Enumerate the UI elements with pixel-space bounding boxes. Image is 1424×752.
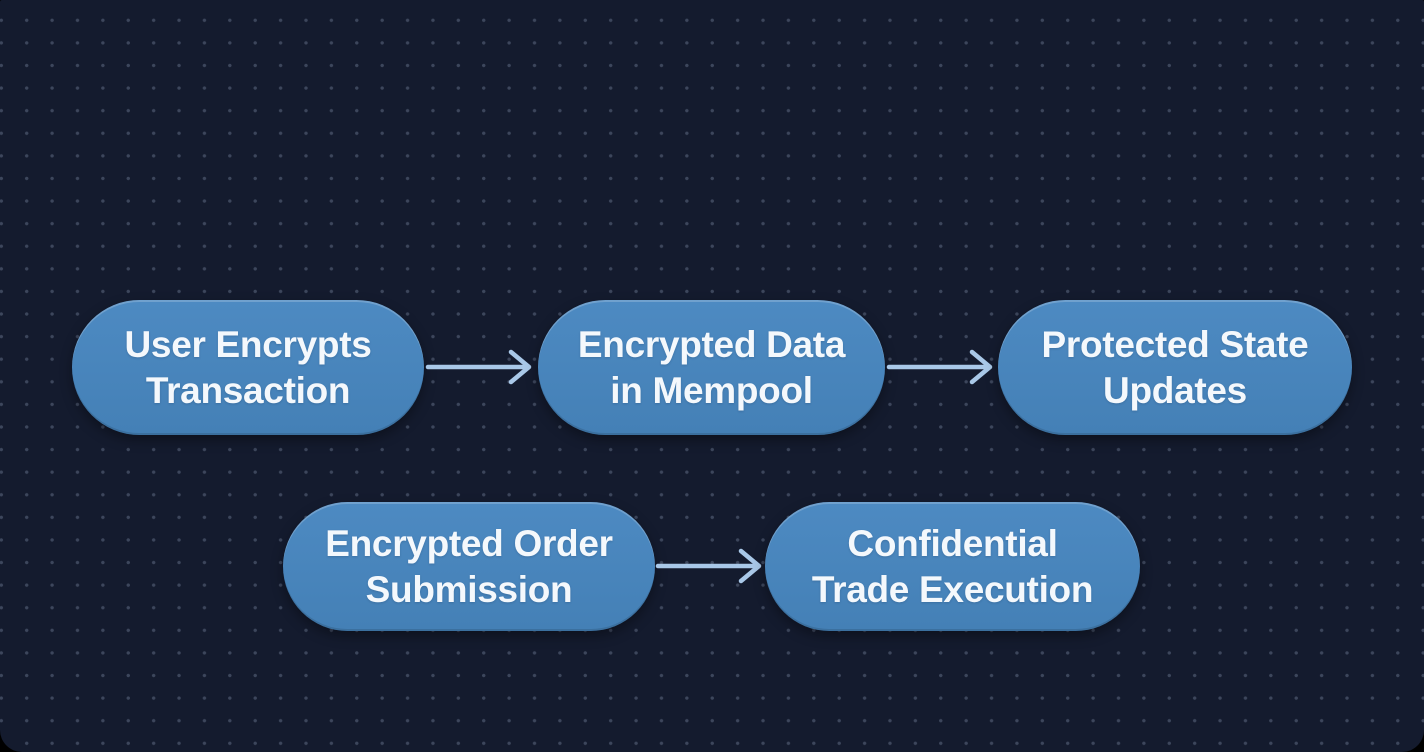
arrow-right-icon	[425, 349, 532, 385]
node-label-line: User Encrypts	[124, 323, 372, 365]
arrow-right-icon	[655, 548, 762, 584]
node-protected-state-updates: Protected State Updates	[998, 300, 1352, 435]
node-label-line: Trade Execution	[811, 568, 1094, 610]
node-label-line: Updates	[1103, 369, 1247, 411]
node-label-line: Encrypted Data	[577, 323, 846, 365]
node-label-line: Encrypted Order	[325, 522, 613, 564]
node-label-line: Protected State	[1041, 323, 1309, 365]
node-confidential-trade-execution: Confidential Trade Execution	[765, 502, 1140, 631]
arrow-right-icon	[886, 349, 993, 385]
node-label-line: Submission	[365, 568, 573, 610]
node-user-encrypts-transaction: User Encrypts Transaction	[72, 300, 424, 435]
node-label-line: Confidential	[847, 522, 1058, 564]
node-encrypted-order-submission: Encrypted Order Submission	[283, 502, 655, 631]
node-label-line: in Mempool	[610, 369, 813, 411]
node-encrypted-data-in-mempool: Encrypted Data in Mempool	[538, 300, 885, 435]
node-label-line: Transaction	[145, 369, 351, 411]
